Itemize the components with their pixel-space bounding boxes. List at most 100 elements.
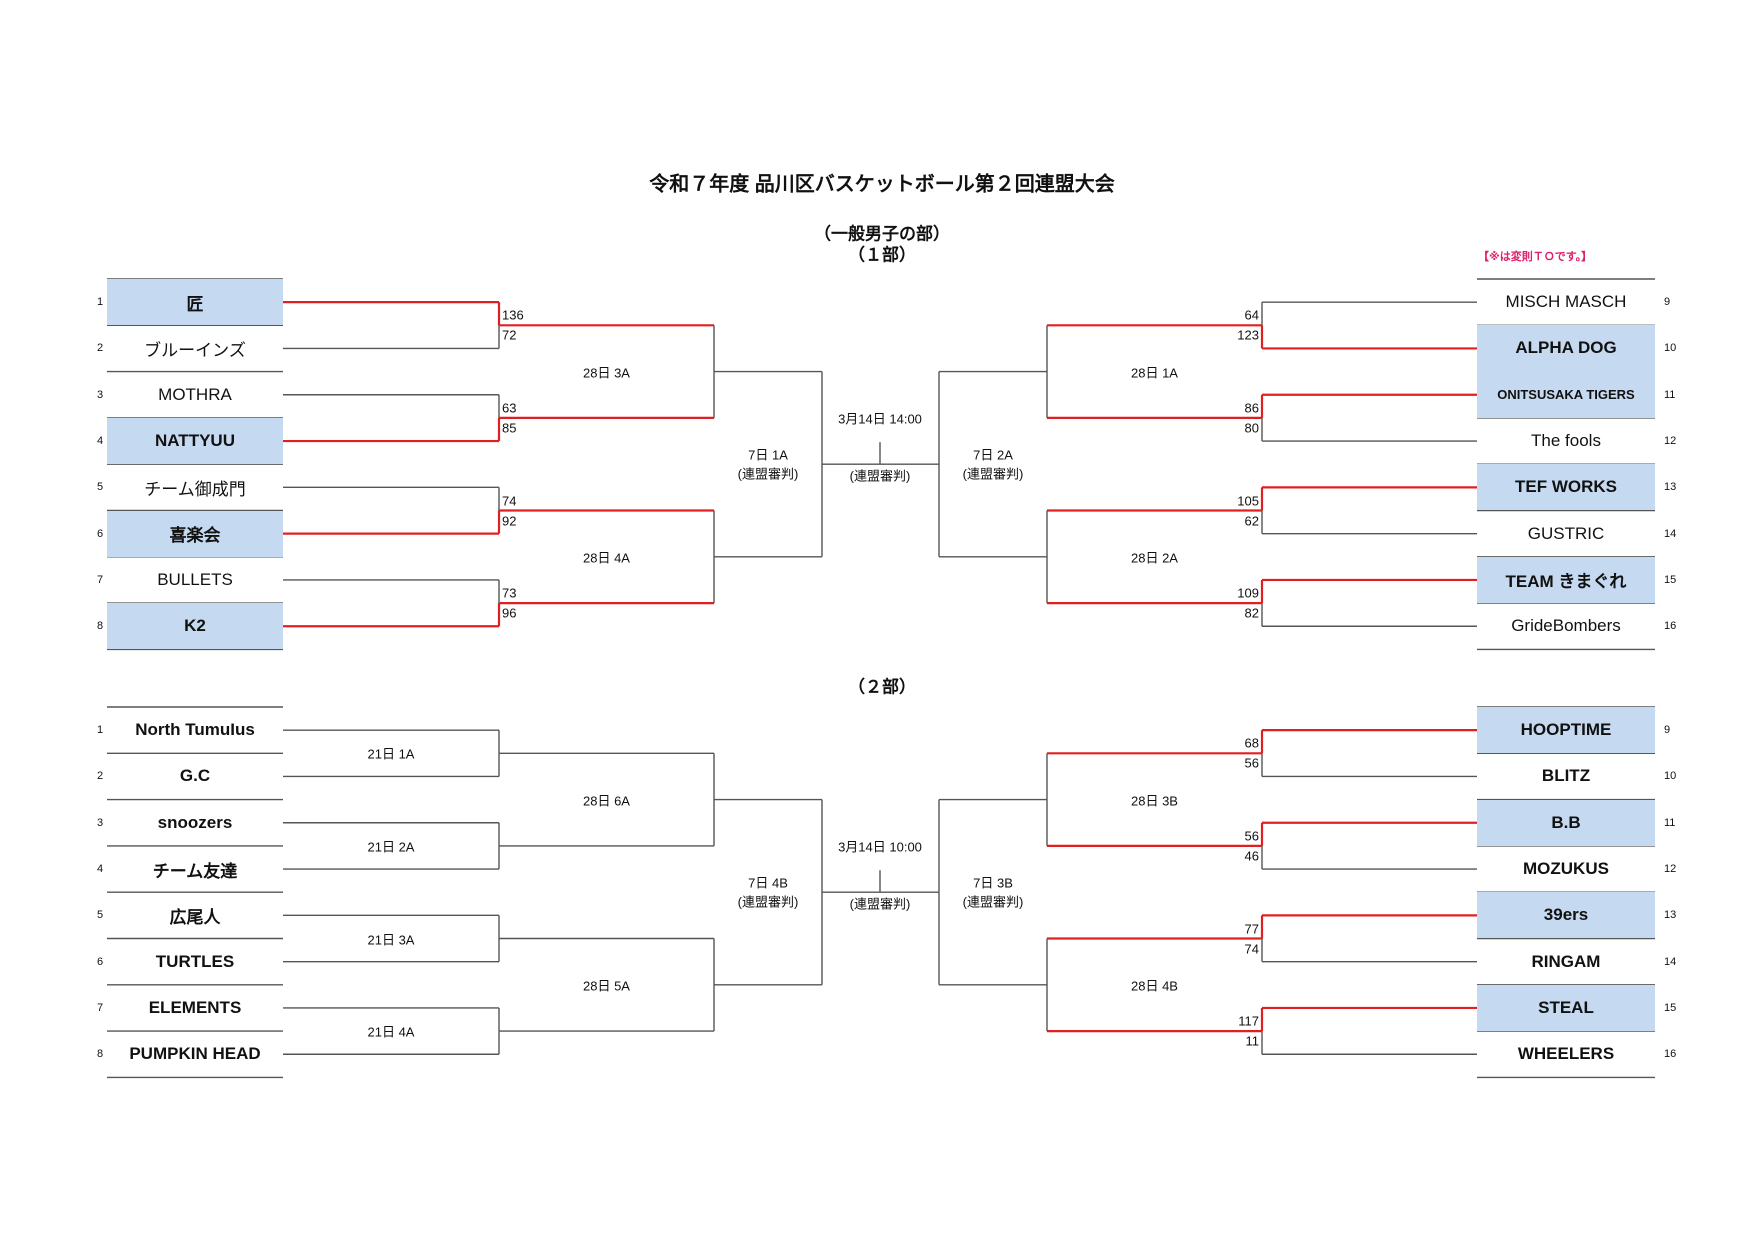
team-name: G.C [179, 766, 211, 786]
score-label: 136 [502, 307, 524, 323]
team-seed: 4 [96, 863, 104, 876]
team-slot: G.C [107, 753, 283, 799]
team-slot: MISCH MASCH [1477, 279, 1655, 325]
team-slot: TEF WORKS [1477, 464, 1655, 511]
team-slot: ブルーインズ [107, 325, 283, 371]
team-slot: The fools [1477, 418, 1655, 464]
section-1-heading: （１部） [848, 245, 916, 265]
team-name: PUMPKIN HEAD [129, 1044, 261, 1064]
match-label: 28日 6A [583, 793, 630, 809]
team-name: ブルーインズ [144, 340, 246, 360]
team-seed: 15 [1664, 1001, 1677, 1014]
team-slot: snoozers [107, 800, 283, 846]
team-slot: WHEELERS [1477, 1031, 1655, 1077]
match-label: 28日 3B [1131, 793, 1178, 809]
team-seed: 11 [1664, 816, 1676, 829]
team-name: 広尾人 [169, 907, 221, 927]
semi-label: 7日 3B [973, 875, 1013, 891]
team-slot: ONITSUSAKA TIGERS [1477, 371, 1655, 418]
division-heading: （一般男子の部） [814, 224, 950, 244]
team-slot: K2 [107, 603, 283, 650]
team-name: WHEELERS [1517, 1044, 1615, 1064]
team-slot: ALPHA DOG [1477, 325, 1655, 372]
team-seed: 8 [96, 1048, 104, 1061]
score-label: 77 [1244, 921, 1259, 936]
team-seed: 11 [1664, 388, 1676, 401]
match-label: 28日 3A [583, 365, 630, 381]
team-name: B.B [1551, 812, 1581, 832]
team-name: BULLETS [157, 569, 233, 589]
semi-label: 7日 2A [973, 447, 1013, 463]
team-slot: MOZUKUS [1477, 846, 1655, 892]
team-slot: BLITZ [1477, 753, 1655, 799]
team-slot: NATTYUU [107, 417, 283, 465]
team-seed: 12 [1664, 863, 1677, 876]
team-seed: 6 [96, 955, 104, 968]
team-slot: BULLETS [107, 557, 283, 603]
match-label: 28日 2A [1131, 550, 1178, 566]
team-name: HOOPTIME [1520, 720, 1612, 740]
score-label: 46 [1244, 848, 1259, 864]
match-label: 28日 5A [583, 978, 630, 994]
match-label: 21日 1A [367, 746, 415, 762]
team-name: STEAL [1538, 997, 1594, 1017]
score-label: 64 [1244, 307, 1259, 323]
score-label: 109 [1237, 585, 1259, 601]
team-name: snoozers [157, 812, 233, 832]
team-slot: STEAL [1477, 984, 1655, 1032]
team-name: MOZUKUS [1523, 859, 1609, 879]
score-label: 123 [1237, 327, 1259, 343]
team-name: K2 [184, 616, 206, 636]
team-slot: PUMPKIN HEAD [107, 1031, 283, 1077]
score-label: 86 [1244, 400, 1259, 416]
team-seed: 13 [1664, 909, 1677, 922]
team-name: RINGAM [1531, 951, 1601, 971]
team-name: The fools [1531, 431, 1601, 451]
semi-label: 7日 1A [748, 447, 788, 463]
team-seed: 16 [1664, 620, 1677, 633]
team-seed: 13 [1664, 481, 1677, 494]
team-slot: TEAM きまぐれ [1477, 556, 1655, 604]
team-slot: GUSTRIC [1477, 511, 1655, 557]
match-label: 21日 2A [367, 839, 415, 855]
semi-referee: (連盟審判) [962, 466, 1024, 482]
team-seed: 9 [1664, 724, 1671, 737]
team-seed: 8 [96, 620, 104, 633]
team-name: ONITSUSAKA TIGERS [1497, 387, 1635, 403]
note-text: 【※は変則ＴＯです。】 [1478, 251, 1593, 263]
score-label: 74 [502, 493, 517, 508]
score-label: 72 [502, 327, 517, 343]
team-seed: 1 [96, 296, 104, 309]
team-seed: 9 [1664, 296, 1671, 309]
team-seed: 14 [1664, 527, 1677, 540]
score-label: 74 [1244, 941, 1259, 956]
team-name: TEAM きまぐれ [1505, 572, 1627, 592]
team-name: TEF WORKS [1515, 477, 1617, 497]
match-label: 21日 3A [367, 932, 415, 947]
team-name: BLITZ [1541, 766, 1591, 786]
team-seed: 3 [96, 816, 104, 829]
score-label: 68 [1244, 735, 1259, 751]
match-label: 28日 1A [1131, 365, 1178, 381]
match-label: 28日 4A [583, 550, 630, 566]
team-name: 匠 [186, 294, 204, 314]
team-seed: 16 [1664, 1048, 1677, 1061]
score-label: 80 [1244, 420, 1259, 436]
match-label: 21日 4A [367, 1024, 415, 1040]
semi-label: 7日 4B [748, 875, 788, 891]
score-label: 63 [502, 400, 517, 416]
team-seed: 10 [1664, 342, 1677, 355]
team-slot: 喜楽会 [107, 510, 283, 557]
team-slot: TURTLES [107, 939, 283, 985]
team-seed: 7 [96, 1001, 104, 1014]
team-seed: 2 [96, 770, 104, 783]
team-slot: B.B [1477, 799, 1655, 846]
score-label: 56 [1244, 828, 1259, 844]
team-name: NATTYUU [155, 431, 235, 451]
score-label: 62 [1244, 513, 1259, 528]
team-name: GUSTRIC [1527, 523, 1605, 543]
team-seed: 1 [96, 724, 104, 737]
semi-referee: (連盟審判) [737, 894, 799, 910]
team-slot: North TumuIus [107, 707, 283, 753]
team-name: GrideBombers [1511, 616, 1621, 636]
